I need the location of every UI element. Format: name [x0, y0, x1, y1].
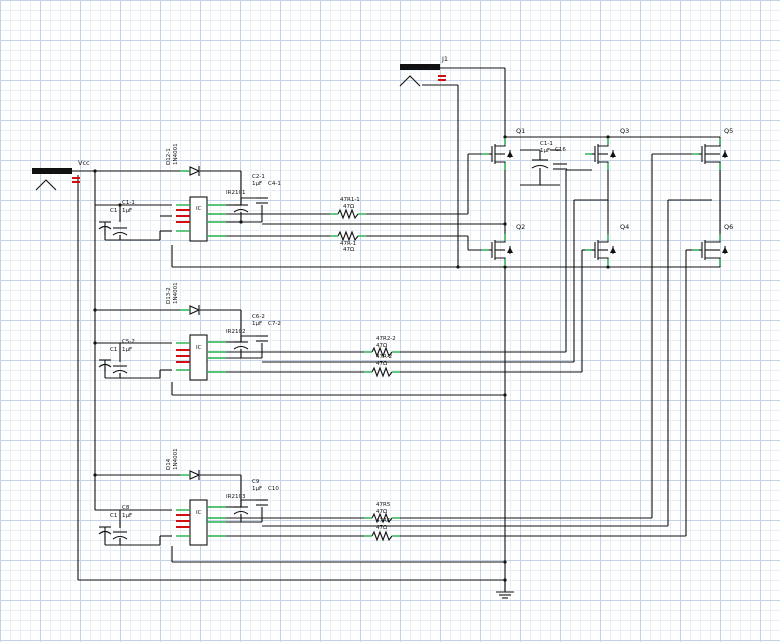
- d13-2-part: 1N4001: [173, 282, 179, 304]
- ic1-text: IC: [196, 206, 202, 212]
- capacitor-c9[interactable]: [233, 499, 268, 515]
- q2-label: Q2: [516, 223, 525, 231]
- ir2103-label: IR2103: [226, 494, 246, 500]
- capacitor-c8-input[interactable]: [98, 526, 128, 540]
- c2-1-value: 1µF: [252, 181, 262, 187]
- vcc-connector[interactable]: [32, 168, 80, 191]
- c11-value: 1µF: [122, 208, 132, 214]
- c4-1-label: C4-1: [268, 181, 281, 187]
- capacitor-c2-1[interactable]: [233, 197, 268, 213]
- r47r6-value: 47Ω: [376, 525, 387, 531]
- vcc-label: Vcc: [78, 159, 90, 167]
- r47r5-value: 47Ω: [376, 509, 387, 515]
- c6-2-value: 1µF: [252, 321, 262, 327]
- ic-ir2101[interactable]: [176, 196, 226, 242]
- r47r-2-value: 47Ω: [376, 361, 387, 367]
- r47r2-2-label: 47R2-2: [376, 336, 396, 342]
- c6-2-label: C6-2: [252, 314, 265, 320]
- ic2-text: IC: [196, 345, 202, 351]
- ic3-text: IC: [196, 510, 202, 516]
- c9-value: 1µF: [252, 486, 262, 492]
- ic-ir2103[interactable]: [176, 499, 226, 546]
- diode-d12-1[interactable]: [189, 166, 201, 176]
- mosfet-q3[interactable]: [585, 138, 616, 170]
- c8-label: C8: [122, 505, 130, 511]
- r47r6-label: 47R6: [376, 518, 391, 524]
- capacitor-c6-2[interactable]: [233, 335, 268, 350]
- d14-label: D14: [166, 458, 172, 470]
- c1-1-bus-value: 1µF: [540, 148, 550, 154]
- q1-label: Q1: [516, 127, 525, 135]
- c1-1-bus-label: C1-1: [540, 141, 553, 147]
- mosfet-q1[interactable]: [482, 138, 513, 170]
- wires: [72, 67, 721, 590]
- d13-2-label: D13-2: [166, 287, 172, 304]
- c1-1-input-label: C1-1: [122, 200, 135, 206]
- diode-d14[interactable]: [189, 470, 201, 480]
- c5-2-label: C5-2: [122, 339, 135, 345]
- q6-label: Q6: [724, 223, 733, 231]
- ic-ir2102[interactable]: [176, 334, 226, 381]
- j1-connector[interactable]: [399, 64, 446, 87]
- d12-1-label: D12-1: [166, 148, 172, 165]
- j1-label: J1: [441, 55, 448, 63]
- mosfet-q6[interactable]: [692, 234, 728, 266]
- c11-label: C1: [110, 208, 117, 214]
- q4-label: Q4: [620, 223, 629, 231]
- resistors[interactable]: [337, 208, 393, 542]
- c13-value: 1µF: [122, 513, 132, 519]
- capacitor-c1-1-bus[interactable]: [531, 159, 567, 175]
- c10-label: C10: [268, 486, 279, 492]
- r47r1-1-label: 47R1-1: [340, 197, 360, 203]
- d14-part: 1N4001: [173, 448, 179, 470]
- mosfet-q2[interactable]: [482, 234, 513, 266]
- ground-symbol: [496, 580, 514, 599]
- junctions: [93, 135, 610, 582]
- d12-1-part: 1N4001: [173, 143, 179, 165]
- c7-2-label: C7-2: [268, 321, 281, 327]
- r47r-1-label: 47R-1: [340, 241, 356, 247]
- diode-d13-2[interactable]: [189, 305, 201, 315]
- q3-label: Q3: [620, 127, 629, 135]
- mosfet-q4[interactable]: [585, 234, 616, 266]
- c16-label: C16: [555, 147, 566, 153]
- q5-label: Q5: [724, 127, 733, 135]
- capacitor-c5-2-input[interactable]: [98, 359, 128, 374]
- c2-1-label: C2-1: [252, 174, 265, 180]
- c12-value: 1µF: [122, 347, 132, 353]
- pin-stubs: [180, 170, 400, 537]
- r47r2-2-value: 47Ω: [376, 343, 387, 349]
- r47r1-1-value: 47Ω: [343, 204, 354, 210]
- labels: Vcc J1 Q1 Q2 Q3 Q4 Q5 Q6 C1-1 1µF C16 D1…: [78, 55, 733, 531]
- c12-label: C1: [110, 347, 117, 353]
- r47r-1-value: 47Ω: [343, 247, 354, 253]
- r47r5-label: 47R5: [376, 502, 391, 508]
- ir2102-label: IR2102: [226, 329, 245, 335]
- capacitor-c1-1-input[interactable]: [98, 221, 128, 236]
- r47r-2-label: 47R-2: [376, 354, 392, 360]
- ir2101-label: IR2101: [226, 190, 245, 196]
- mosfet-q5[interactable]: [692, 138, 728, 170]
- c13-label: C1: [110, 513, 117, 519]
- c9-label: C9: [252, 479, 260, 485]
